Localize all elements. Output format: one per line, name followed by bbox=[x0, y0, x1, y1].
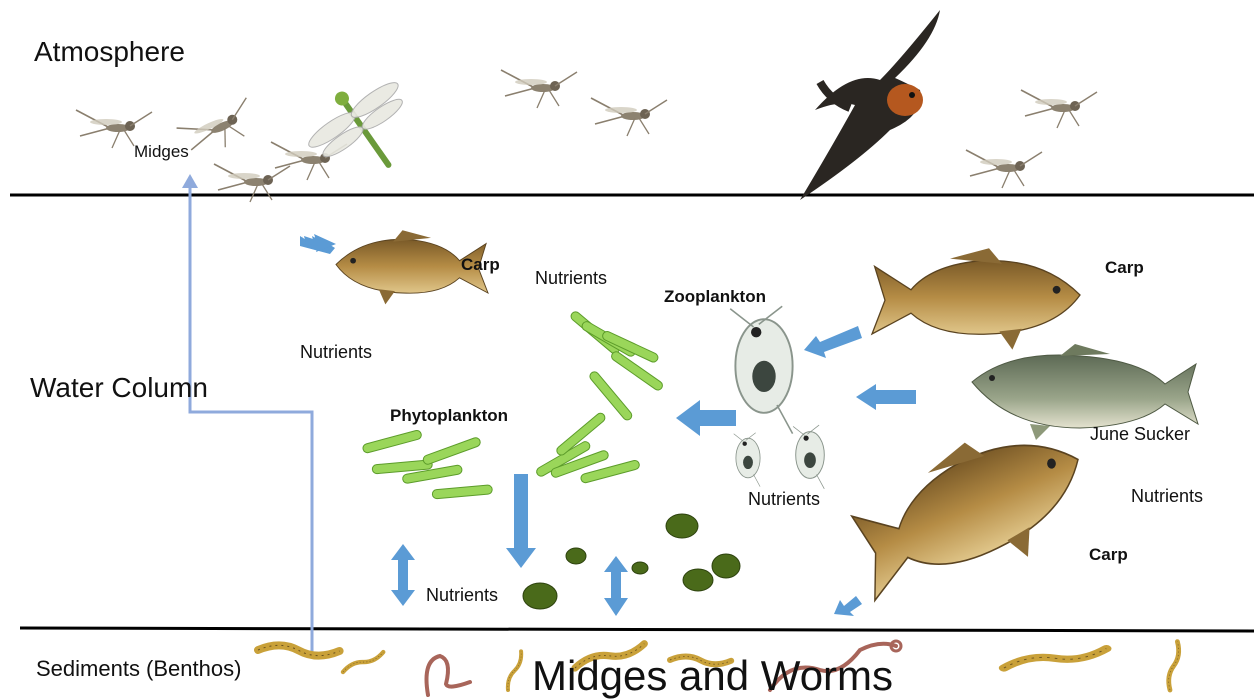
flow-arrow-phyto-down bbox=[506, 474, 536, 568]
flow-arrow-exchange-left bbox=[391, 544, 415, 606]
carp-fish-icon bbox=[842, 402, 1099, 620]
midge-icon bbox=[177, 96, 262, 163]
carp-label: Carp bbox=[461, 255, 500, 275]
dragonfly-icon bbox=[294, 62, 435, 198]
zone-label-water-column: Water Column bbox=[30, 372, 208, 404]
swallow-icon bbox=[800, 10, 940, 200]
carp-label: Carp bbox=[1105, 258, 1144, 278]
midge-emergence-arrowhead bbox=[182, 174, 198, 188]
zooplankton-icon bbox=[793, 425, 824, 489]
carp-fish-icon bbox=[872, 248, 1080, 349]
flow-arrow-carp-to-zoop bbox=[804, 326, 862, 358]
nutrients-label: Nutrients bbox=[1131, 486, 1203, 507]
zooplankton-icon bbox=[730, 306, 792, 433]
midge-emergence-arrow bbox=[190, 185, 312, 652]
water-sediment-boundary bbox=[20, 628, 1254, 631]
midges-and-worms-label: Midges and Worms bbox=[532, 652, 893, 700]
worm-icon bbox=[427, 656, 471, 695]
nutrients-label: Nutrients bbox=[535, 268, 607, 289]
zone-label-sediments: Sediments (Benthos) bbox=[36, 656, 241, 682]
midge-icon bbox=[501, 70, 577, 108]
midge-icon bbox=[591, 98, 667, 136]
flow-arrow-zoop-to-phyto bbox=[676, 400, 736, 436]
midges-label: Midges bbox=[134, 142, 189, 162]
midge-larva-icon bbox=[501, 651, 528, 690]
phytoplankton-icon bbox=[535, 411, 640, 483]
midge-larva-icon bbox=[1003, 649, 1108, 668]
flow-arrow-exchange-middle bbox=[604, 556, 628, 616]
zone-label-atmosphere: Atmosphere bbox=[34, 36, 185, 68]
june-sucker-label: June Sucker bbox=[1090, 424, 1190, 445]
midge-icon bbox=[966, 150, 1042, 188]
algae-sphere-icon bbox=[523, 514, 740, 609]
zooplankton-label: Zooplankton bbox=[664, 287, 766, 307]
midge-larva-icon bbox=[258, 634, 340, 666]
nutrients-label: Nutrients bbox=[300, 342, 372, 363]
nutrients-label: Nutrients bbox=[426, 585, 498, 606]
flow-arrow-sucker-to-zoop bbox=[856, 384, 916, 410]
midge-icon bbox=[1021, 90, 1097, 128]
zooplankton-icon bbox=[734, 433, 760, 487]
flow-arrow-carp-to-sediment bbox=[834, 596, 862, 616]
carp-label: Carp bbox=[1089, 545, 1128, 565]
nutrients-label: Nutrients bbox=[748, 489, 820, 510]
phytoplankton-label: Phytoplankton bbox=[390, 406, 508, 426]
phytoplankton-icon bbox=[362, 429, 493, 498]
midge-larva-icon bbox=[1161, 642, 1186, 690]
phytoplankton-icon bbox=[569, 310, 664, 422]
midge-larva-icon bbox=[341, 652, 386, 672]
